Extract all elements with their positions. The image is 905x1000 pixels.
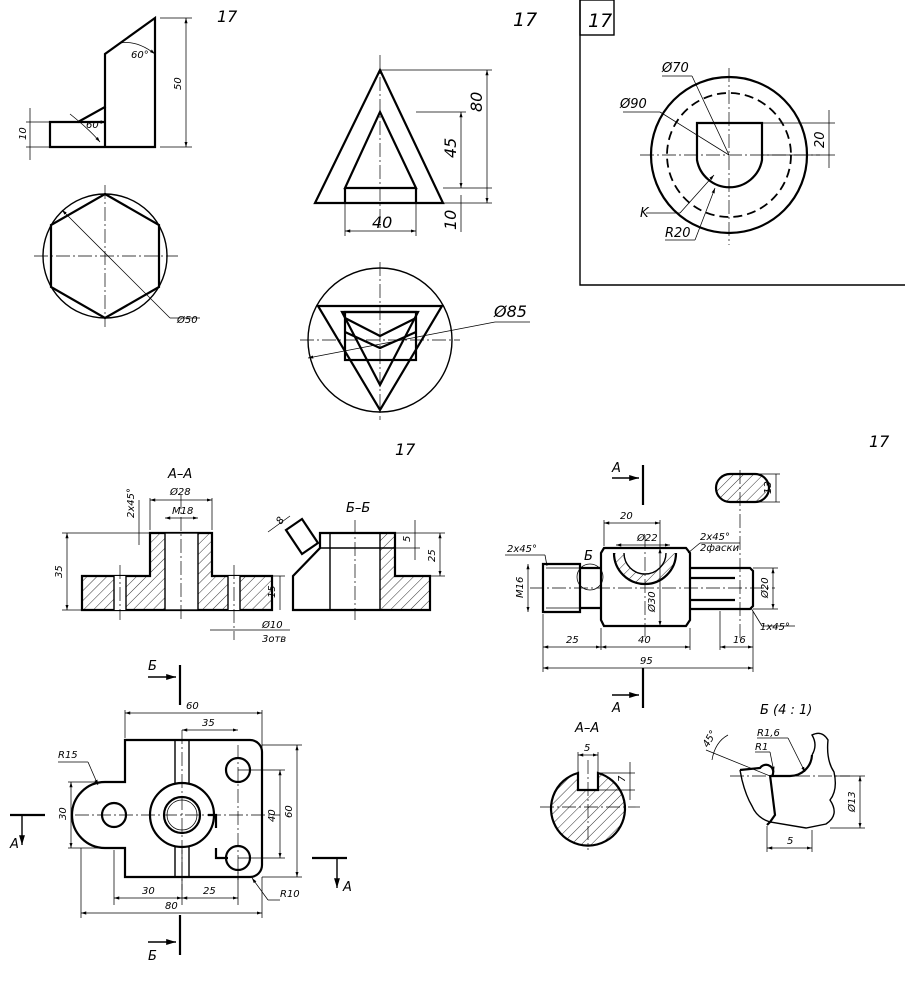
task-3-number: 17 [588,10,612,32]
dim-50-label: 50 [173,77,184,90]
dim-80-label: 80 [165,901,178,912]
dim-m18-label: M18 [172,506,193,517]
task-4-number: 17 [395,440,416,459]
dim-20-label: 20 [813,131,828,148]
dim-5-label: 5 [402,536,413,542]
shaft-section-aa-title: А–А [574,721,599,736]
dim-35-label: 35 [54,565,65,578]
dim-30-label: 30 [58,807,69,820]
dim-r10-label: R10 [280,889,300,900]
dim-d13-label: Ø13 [846,791,858,813]
dim-10b-label: 10 [441,210,460,230]
task-5-figure: 17 Б 13 А А [505,432,890,852]
marker-a-bottom: А [611,701,621,716]
dim-w20-label: 20 [620,511,633,522]
dim-45-label: 45 [441,138,460,158]
shaft-section-circle [549,771,627,847]
section-aa-outline [80,531,274,612]
dim-d30-label: Ø30 [646,591,658,613]
dim-l16-label: 16 [733,635,746,646]
triangle-inner [343,109,418,190]
dim-key7-label: 7 [617,775,628,782]
dim-line-d50 [61,209,171,319]
dim-l95-label: 95 [640,656,653,667]
key-shape [695,121,764,189]
dim-d85-label: Ø85 [493,302,527,321]
dim-l25-label: 25 [566,635,579,646]
dim-key5-label: 5 [584,743,590,754]
detail-title: Б (4 : 1) [760,703,812,718]
right-step [690,566,755,611]
dim-b30-label: 30 [142,886,155,897]
dim-b25-label: 25 [203,886,216,897]
dim-d20-label: Ø20 [759,577,771,599]
dim-60b-label: 60 [284,805,295,818]
task-2-number: 17 [513,9,537,31]
dim-d90-label: Ø90 [619,97,647,112]
holes-count-label: 3отв [262,634,286,645]
dim-m16-label: M16 [515,577,526,598]
section-bb-outline [291,531,432,612]
detail-marker-b: Б [584,549,593,564]
task-3-frame [579,0,905,286]
dim-13-label: 13 [763,481,774,494]
dim-25-label: 25 [427,549,438,562]
dim-r20-label: R20 [665,226,691,241]
prism-slot [343,310,418,362]
dim-80-label: 80 [467,92,486,112]
plan-view-outline [70,738,264,879]
dim-8-label: 8 [274,515,287,527]
dim-1x45-label: 1x45° [760,622,790,633]
dim-d50-label: Ø50 [176,314,198,326]
task-4-figure: 17 А–А Б–Б 35 2x45° Ø28 M18 15 Ø10 [9,440,445,964]
dim-10-label: 10 [18,127,29,140]
dim-r1-label: R1 [755,742,768,753]
angle-top-label: 60° [131,50,149,61]
task-1-number: 17 [217,7,238,26]
dim-r16-label: R1,6 [757,728,780,739]
angle-arc-ramp [69,113,101,143]
dim-60-label: 60 [186,701,199,712]
dim-d70-label: Ø70 [661,61,689,76]
marker-b-bottom: Б [148,949,157,964]
threaded-end [541,562,582,614]
task-3-figure: 17 Ø70 Ø90 20 K R20 [579,0,905,286]
dim-40-label: 40 [372,213,392,232]
dim-40-label-plan: 40 [267,809,278,822]
dim-15-label: 15 [267,585,278,598]
dim-35b-label: 35 [202,718,215,729]
task-1-figure: 17 60° 60° 50 10 Ø50 [18,7,238,327]
dim-l40-label: 40 [638,635,651,646]
dim-chamfer-left: 2x45° [507,544,537,555]
angle-arc-top [119,42,156,55]
wedge-front-view [48,15,157,149]
marker-b-top: Б [148,659,157,674]
shaft-body [599,546,692,628]
dim-chamfer-right: 2x45° [700,532,730,543]
angle-ramp-label: 60° [86,120,104,131]
section-bb-title: Б–Б [346,501,370,516]
triangle-outer [313,67,445,205]
marker-a-right: А [342,880,352,895]
dim-chamfer-label: 2x45° [126,488,137,518]
marker-a-top: А [611,461,621,476]
task-2-figure: 17 80 45 10 40 Ø85 [300,9,537,420]
dim-d22-label: Ø22 [636,532,658,544]
dim-w5-label: 5 [787,836,793,847]
dim-d28-label: Ø28 [169,486,191,498]
dim-r15-label: R15 [58,750,78,761]
point-k-label: K [640,206,650,221]
dim-d10-label: Ø10 [261,619,283,631]
chamfer-note: 2фаски [700,543,740,554]
task-5-number: 17 [869,432,890,451]
section-aa-title: А–А [167,467,192,482]
marker-a-left: А [9,837,19,852]
